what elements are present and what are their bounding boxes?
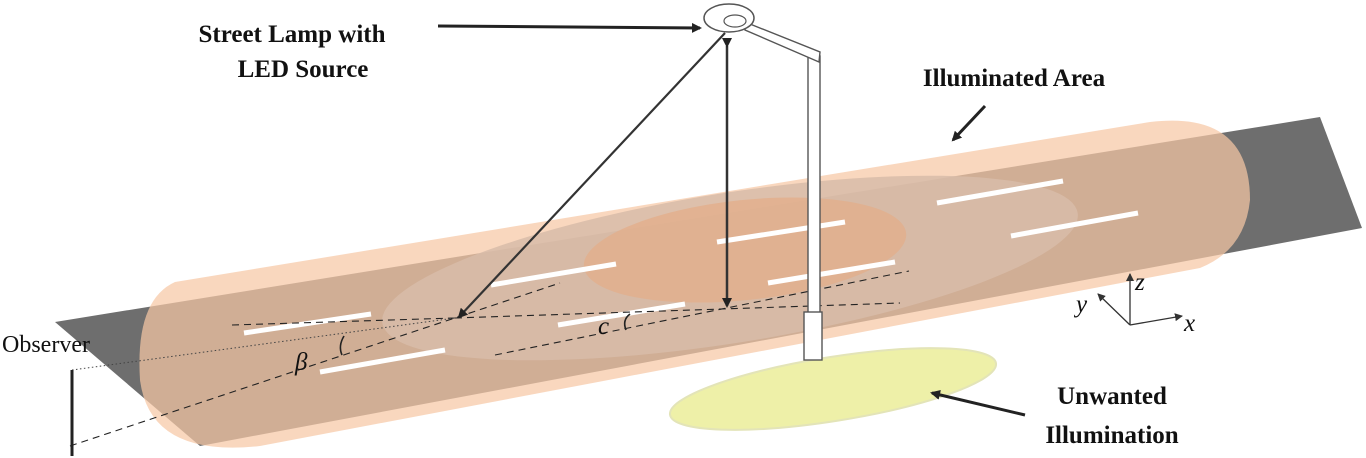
unwanted-illumination-label-line2: Illumination [1045,422,1178,449]
lane-marking [716,219,846,245]
unwanted-illumination-ellipse [668,347,998,431]
axis-x-line [1129,313,1183,326]
beta-angle-arc [339,335,345,356]
illuminated-area-label: Illuminated Area [923,65,1106,92]
dotted-eye-line [71,317,456,371]
c-label: c [598,313,609,340]
unwanted-illumination-label-line1: Unwanted [1057,383,1167,410]
dashed-line-lamp-base [494,270,910,356]
lane-marking [557,301,686,328]
lamp-pole [807,55,821,315]
dashed-line-horizontal-left [231,317,456,326]
axis-x-label: x [1183,310,1195,337]
dashed-line-observer [69,282,561,447]
dashed-line-horizontal-right [454,302,901,319]
lane-marking [1010,210,1139,239]
light-ray [457,32,726,319]
lane-marking [767,259,896,286]
lamp-led-source [723,14,747,28]
axis-y-line [1097,293,1131,326]
sight-lines [69,270,910,447]
axis-y-label: y [1073,291,1088,318]
c-angle-arc [623,313,631,331]
lane-marking [490,261,617,288]
beta-label: β [294,349,308,376]
lamp-pole-base [803,311,823,361]
axis-z-label: z [1134,269,1145,296]
lane-marking [319,347,446,375]
lane-markings [243,178,1139,375]
street-lamp-label-line1: Street Lamp with [198,21,385,48]
coordinate-axes [1097,273,1183,326]
unwanted-label-arrow [930,389,1026,417]
lamp-arm [744,20,821,64]
street-lamp-label-arrow [437,22,702,33]
street-lamp-label-line2: LED Source [238,56,369,83]
illuminated-area-label-arrow [951,104,987,142]
lane-marking [243,311,372,336]
observer-label: Observer [2,332,90,358]
lane-marking [936,178,1064,206]
